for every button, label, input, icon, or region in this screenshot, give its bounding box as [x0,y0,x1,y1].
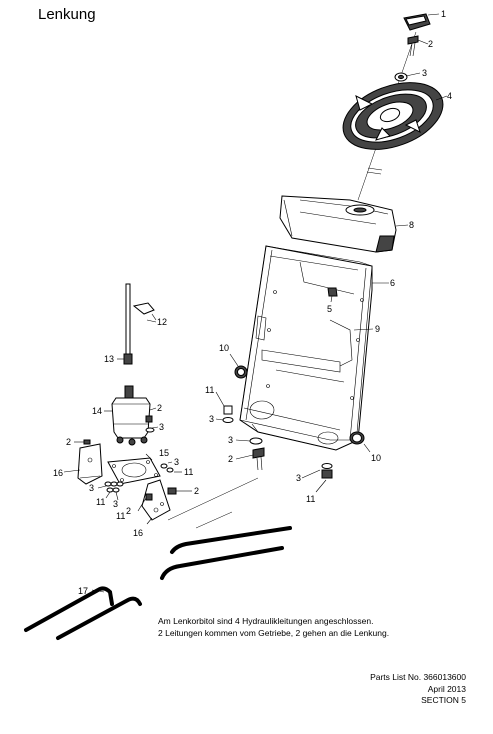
part-steering-shaft [123,283,133,365]
part-washer-frame-mid [249,437,263,445]
parts-list-number: Parts List No. 366013600 [370,672,466,682]
callout-1: 1 [441,9,446,19]
page-title: Lenkung [38,6,96,23]
hydraulic-note: Am Lenkorbitol sind 4 Hydraulikleitungen… [158,616,389,639]
part-washer-frame-left [222,417,234,423]
part-steering-frame [239,245,373,451]
callout-3-washer-top: 3 [422,68,427,78]
part-nut-frame [327,287,338,297]
callout-11-plate-right: 11 [184,467,193,477]
leader-bracket-frame [167,477,259,521]
part-hydraulic-hoses [24,526,292,640]
callout-8: 8 [409,220,414,230]
callout-11-frame-right: 11 [306,494,315,504]
callout-12: 12 [157,317,167,327]
callout-3-frame-mid: 3 [228,435,233,445]
callout-5: 5 [327,304,332,314]
note-line-2: 2 Leitungen kommen vom Getriebe, 2 gehen… [158,627,390,638]
callout-3-frame-left: 3 [209,414,214,424]
callout-10-left: 10 [219,343,229,353]
part-clip [132,302,155,315]
note-line-1: Am Lenkorbitol sind 4 Hydraulikleitungen… [158,616,374,626]
callout-11-plate-left: 11 [96,497,105,507]
part-steering-wheel [342,82,444,150]
callout-6: 6 [390,278,395,288]
callout-16-right: 16 [133,528,143,538]
callout-2-orbitrol: 2 [157,403,162,413]
part-cap [403,13,431,31]
part-bolt-frame [252,447,265,471]
callout-2-bracket-right: 2 [194,486,199,496]
callout-10-right: 10 [371,453,381,463]
callout-4: 4 [447,91,452,101]
callout-3-frame-right: 3 [296,473,301,483]
callout-11-bracket: 11 [116,511,125,521]
part-mounting-plate [107,457,161,485]
part-dashboard-cover [279,195,397,253]
callout-3-plate-right: 3 [174,457,179,467]
callout-numbers: 1 2 3 4 8 6 5 9 12 13 10 11 3 14 2 3 3 1… [53,9,452,596]
callout-11-frame-left: 11 [205,385,214,395]
part-nut-frame-right [321,469,333,479]
part-bolt-orbitrol [145,415,153,423]
callout-2-bolt-top: 2 [428,39,433,49]
parts-list-footer: Parts List No. 366013600 April 2013 SECT… [370,672,466,707]
part-nut-frame-left [223,405,233,415]
callout-17: 17 [78,586,88,596]
callout-3-plate-left-2: 3 [113,499,118,509]
part-hardware-left [83,439,124,493]
parts-list-section: SECTION 5 [421,695,466,705]
leader-lines [63,13,448,593]
callout-16-left: 16 [53,468,63,478]
part-bolt-top [407,35,419,57]
callout-2-bracket: 2 [126,506,131,516]
part-steering-orbitrol [111,385,151,446]
part-bracket-left [77,443,103,485]
callout-3-plate-left: 3 [89,483,94,493]
callout-13: 13 [104,354,114,364]
callout-3-orbitrol: 3 [159,422,164,432]
callout-2-bolt-frame: 2 [228,454,233,464]
parts-list-date: April 2013 [427,683,466,694]
callout-9: 9 [375,324,380,334]
callout-14: 14 [92,406,102,416]
part-hardware-right [145,463,177,501]
callout-15: 15 [159,448,169,458]
part-washer-frame-right [321,463,333,469]
callout-2-bracket-left: 2 [66,437,71,447]
